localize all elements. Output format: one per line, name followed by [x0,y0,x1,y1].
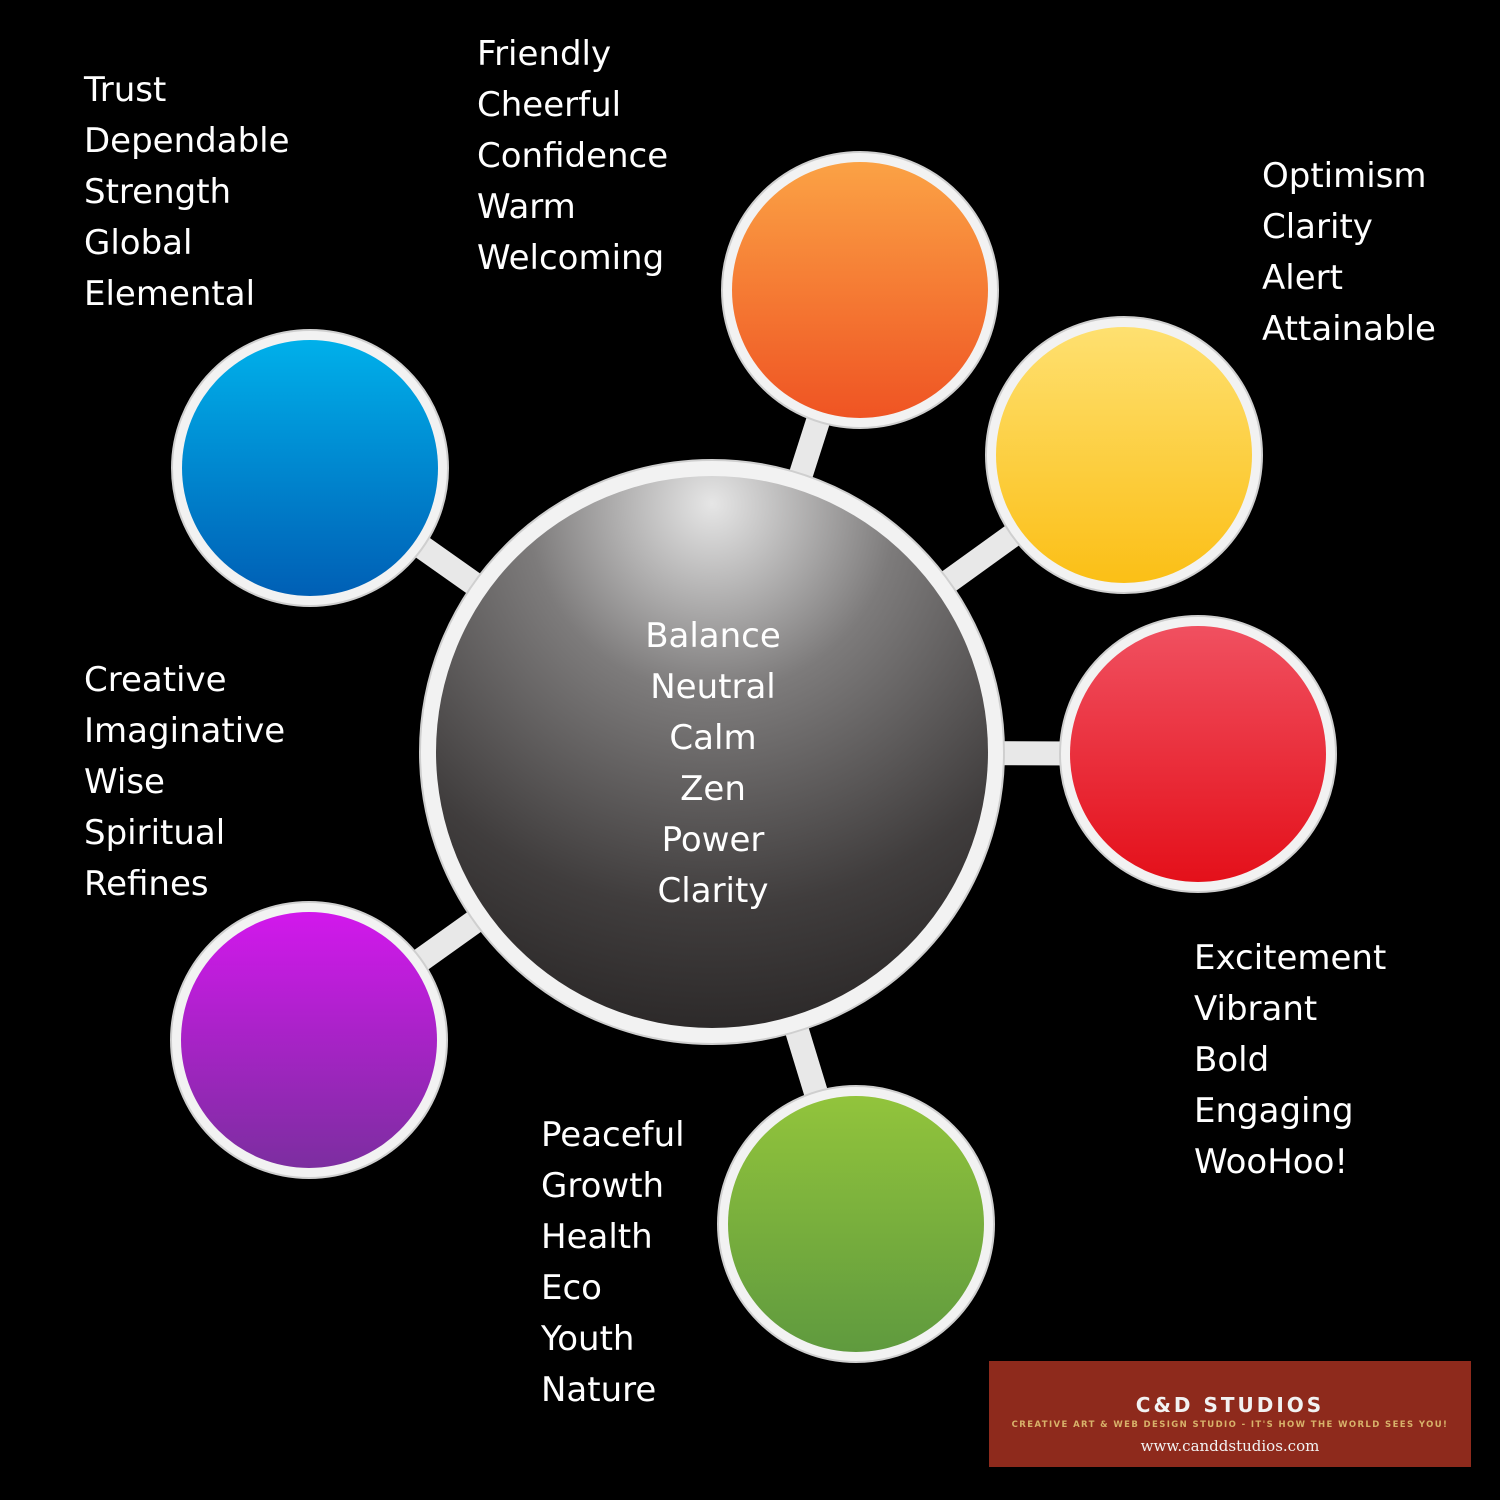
word-item: Balance [645,616,781,656]
node-red [1059,615,1337,893]
node-center [419,459,1005,1045]
word-item: Youth [541,1319,635,1359]
node-purple [170,901,448,1179]
studio-tagline: CREATIVE ART & WEB DESIGN STUDIO - IT'S … [1011,1420,1449,1430]
word-item: Attainable [1262,309,1436,349]
word-item: Strength [84,172,232,212]
node-green-fill [728,1096,984,1352]
word-item: Elemental [84,274,256,314]
word-item: Welcoming [477,238,665,278]
word-item: WooHoo! [1194,1142,1349,1182]
node-blue-fill [182,340,438,596]
node-blue [171,329,449,607]
word-item: Bold [1194,1040,1270,1080]
studio-logo-banner: C&D STUDIOS CREATIVE ART & WEB DESIGN ST… [989,1361,1471,1467]
word-item: Neutral [650,667,776,707]
word-item: Spiritual [84,813,226,853]
word-item: Clarity [657,871,769,911]
word-item: Clarity [1262,207,1373,247]
word-item: Creative [84,660,227,700]
word-item: Peaceful [541,1115,685,1155]
word-item: Power [661,820,765,860]
word-item: Cheerful [477,85,622,125]
word-item: Warm [477,187,576,227]
word-item: Health [541,1217,653,1257]
word-item: Alert [1262,258,1343,298]
word-item: Vibrant [1194,989,1318,1029]
words-purple: Creative Imaginative Wise Spiritual Refi… [84,655,285,910]
word-item: Friendly [477,34,612,74]
node-center-fill [436,476,988,1028]
word-item: Eco [541,1268,602,1308]
node-purple-fill [181,912,437,1168]
words-center: Balance Neutral Calm Zen Power Clarity [563,611,863,917]
node-orange-fill [732,162,988,418]
word-item: Trust [84,70,167,110]
word-item: Growth [541,1166,665,1206]
node-yellow-fill [996,327,1252,583]
word-item: Refines [84,864,209,904]
node-green [717,1085,995,1363]
node-yellow [985,316,1263,594]
words-orange: Friendly Cheerful Confidence Warm Welcom… [477,29,668,284]
word-item: Imaginative [84,711,286,751]
word-item: Global [84,223,193,263]
studio-url-link[interactable]: www.canddstudios.com [1140,1437,1320,1455]
studio-name: C&D STUDIOS [1135,1393,1325,1417]
words-red: Excitement Vibrant Bold Engaging WooHoo! [1194,933,1386,1188]
node-orange [721,151,999,429]
word-item: Nature [541,1370,657,1410]
word-item: Confidence [477,136,669,176]
word-item: Engaging [1194,1091,1354,1131]
word-item: Calm [669,718,757,758]
words-green: Peaceful Growth Health Eco Youth Nature [541,1110,685,1416]
words-yellow: Optimism Clarity Alert Attainable [1262,151,1436,355]
word-item: Excitement [1194,938,1387,978]
words-blue: Trust Dependable Strength Global Element… [84,65,290,320]
word-item: Wise [84,762,165,802]
word-item: Dependable [84,121,290,161]
word-item: Optimism [1262,156,1427,196]
word-item: Zen [680,769,746,809]
node-red-fill [1070,626,1326,882]
